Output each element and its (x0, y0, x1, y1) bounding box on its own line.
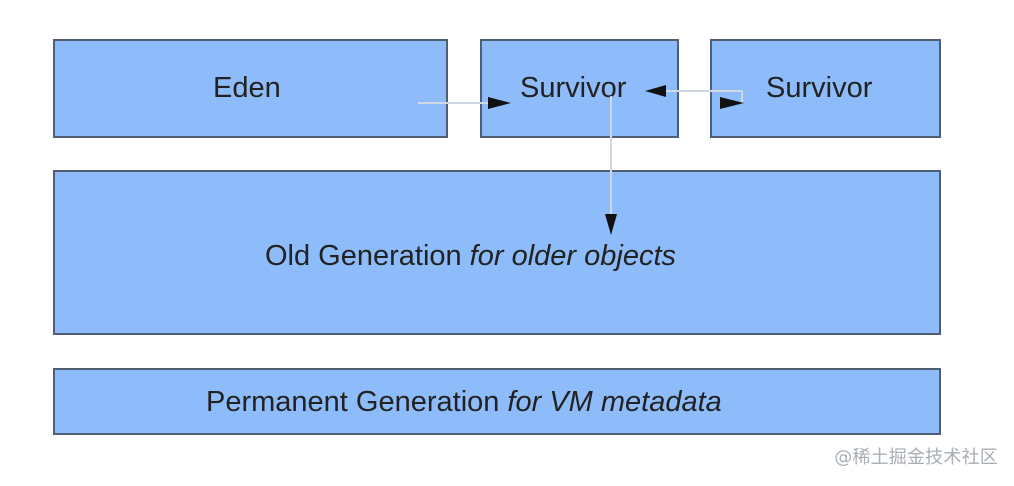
eden-label: Eden (213, 72, 281, 104)
permanent-generation-note: for VM metadata (507, 385, 722, 418)
survivor-region-left: Survivor (480, 39, 679, 138)
permanent-generation-region: Permanent Generation for VM metadata (53, 368, 941, 435)
survivor-left-label: Survivor (520, 72, 627, 104)
survivor-region-right: Survivor (710, 39, 941, 138)
watermark-text: @稀土掘金技术社区 (834, 447, 998, 468)
survivor-right-label: Survivor (766, 72, 873, 104)
eden-region: Eden (53, 39, 448, 138)
permanent-generation-label: Permanent Generation (206, 385, 500, 418)
old-generation-region: Old Generation for older objects (53, 170, 941, 335)
old-generation-note: for older objects (469, 240, 676, 272)
old-generation-label: Old Generation (265, 240, 462, 272)
